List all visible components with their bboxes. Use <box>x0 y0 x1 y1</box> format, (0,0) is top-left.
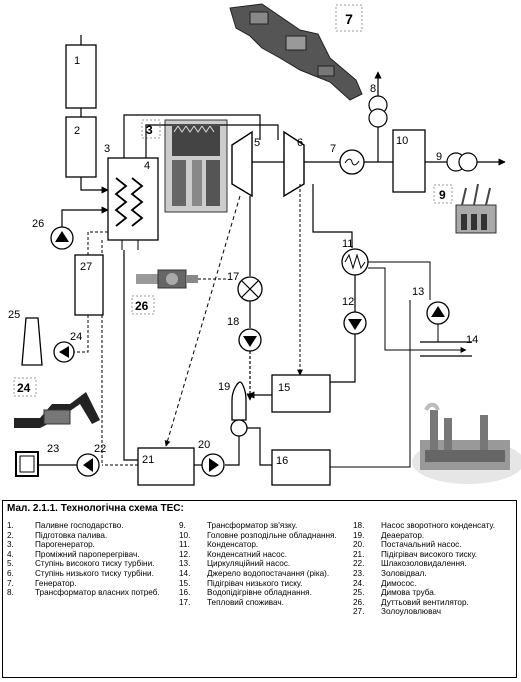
legend-item: 13.Циркуляційний насос. <box>179 559 291 569</box>
lp-turbine <box>283 130 305 198</box>
legend-item: 14.Джерело водопостачання (ріка). <box>179 568 330 578</box>
generator-illustration <box>229 3 363 101</box>
fan-illustration <box>136 269 198 289</box>
label-26: 26 <box>32 218 44 230</box>
label-1: 1 <box>74 55 80 67</box>
legend-title: Мал. 2.1.1. Технологічна схема ТЕС: <box>7 503 184 514</box>
legend-item: 22.Шлакозоловидалення. <box>353 559 467 569</box>
power-plant-illustration <box>412 402 521 484</box>
label-19: 19 <box>218 381 230 393</box>
main-switchgear <box>392 129 426 193</box>
legend-item: 1.Паливне господарство. <box>7 521 124 530</box>
legend-item: 26.Дуттьовий вентилятор. <box>353 597 469 607</box>
label-11: 11 <box>342 238 353 250</box>
legend-item: 16.Водопідігрівне обладнання. <box>179 588 312 598</box>
legend-item: 4.Проміжний пароперегрівач. <box>7 549 140 559</box>
legend-item: 10.Головне розподільне обладнання. <box>179 530 337 540</box>
label-20: 20 <box>198 439 210 451</box>
label-box-24 <box>13 377 37 397</box>
thermal-power-plant-diagram: 7 1 2 3 4 3 5 6 7 8 10 <box>8 3 521 486</box>
label-17: 17 <box>227 271 239 283</box>
legend-item: 3.Парогенератор. <box>7 540 95 550</box>
ash-collector <box>74 254 104 316</box>
hp-turbine <box>231 130 253 198</box>
legend-item: 8.Трансформатор власних потреб. <box>7 588 160 598</box>
label-24-illustration: 24 <box>17 381 31 395</box>
chimney <box>21 317 43 366</box>
legend-item: 11.Конденсатор. <box>179 540 259 550</box>
label-26-illustration: 26 <box>135 299 149 313</box>
legend-column-3: 18.Насос зворотного конденсату. 19.Деаер… <box>353 521 513 617</box>
label-24: 24 <box>70 331 82 343</box>
legend-column-1: 1.Паливне господарство. 2.Підготовка пал… <box>7 521 167 598</box>
label-box-7 <box>335 4 363 32</box>
aux-transformer-bottom <box>368 108 388 128</box>
legend-item: 7.Генератор. <box>7 578 77 588</box>
hp-heater <box>137 447 195 486</box>
legend-item: 20.Постачальний насос. <box>353 540 462 550</box>
fuel-economy-block <box>65 44 97 109</box>
legend-item: 23.Золовідвал. <box>353 568 427 578</box>
fuel-preparation-block <box>65 116 97 178</box>
label-2: 2 <box>74 125 80 137</box>
boiler-illustration <box>164 119 228 213</box>
label-25: 25 <box>8 309 20 321</box>
label-10: 10 <box>396 135 408 147</box>
label-16: 16 <box>276 455 288 467</box>
label-7-illustration: 7 <box>345 11 353 27</box>
legend-item: 6.Ступінь низького тиску турбіни. <box>7 568 154 578</box>
legend-item: 21.Підігрівач високого тиску. <box>353 549 477 559</box>
label-13: 13 <box>412 286 424 298</box>
legend-item: 25.Димова труба. <box>353 588 437 598</box>
label-3: 3 <box>104 143 110 155</box>
label-22: 22 <box>94 443 106 455</box>
label-21: 21 <box>142 454 154 466</box>
lp-heater <box>271 374 331 413</box>
label-box-9 <box>433 184 453 204</box>
label-box-26 <box>131 295 155 315</box>
legend-item: 27.Золоуловлювач <box>353 607 441 617</box>
legend-item: 12.Конденсатний насос. <box>179 549 288 559</box>
label-9-illustration: 9 <box>439 188 446 202</box>
legend: Мал. 2.1.1. Технологічна схема ТЕС: 1.Па… <box>2 500 517 678</box>
smoke-exhauster-illustration <box>14 392 100 428</box>
legend-item: 15.Підігрівач низького тиску. <box>179 578 303 588</box>
legend-column-2: 9.Трансформатор зв'язку. 10.Головне розп… <box>179 521 349 607</box>
reheater-coil-2 <box>130 177 144 227</box>
label-4: 4 <box>144 160 150 172</box>
transformer-illustration <box>455 183 497 234</box>
legend-item: 19.Деаератор. <box>353 530 425 540</box>
label-14: 14 <box>466 334 478 346</box>
reheater-coil-1 <box>114 177 128 227</box>
label-7: 7 <box>330 143 336 155</box>
label-5: 5 <box>254 137 260 149</box>
label-27: 27 <box>80 261 92 273</box>
label-15: 15 <box>278 382 290 394</box>
label-8: 8 <box>370 83 376 95</box>
legend-item: 17.Тепловий споживач. <box>179 597 284 607</box>
legend-item: 2.Підготовка палива. <box>7 530 108 540</box>
label-9: 9 <box>436 151 442 163</box>
label-12: 12 <box>342 296 354 308</box>
legend-item: 5.Ступінь високого тиску турбіни. <box>7 559 155 569</box>
steam-generator-block <box>107 157 159 241</box>
legend-item: 18.Насос зворотного конденсату. <box>353 521 495 530</box>
label-18: 18 <box>227 316 239 328</box>
label-23: 23 <box>47 443 59 455</box>
legend-item: 9.Трансформатор зв'язку. <box>179 521 298 530</box>
label-3-illustration: 3 <box>146 123 153 137</box>
coupling-transformer-right <box>458 152 478 172</box>
legend-item: 24.Димосос. <box>353 578 417 588</box>
deaerator <box>231 381 247 421</box>
water-heating-equipment <box>271 449 331 486</box>
label-6: 6 <box>297 137 303 149</box>
